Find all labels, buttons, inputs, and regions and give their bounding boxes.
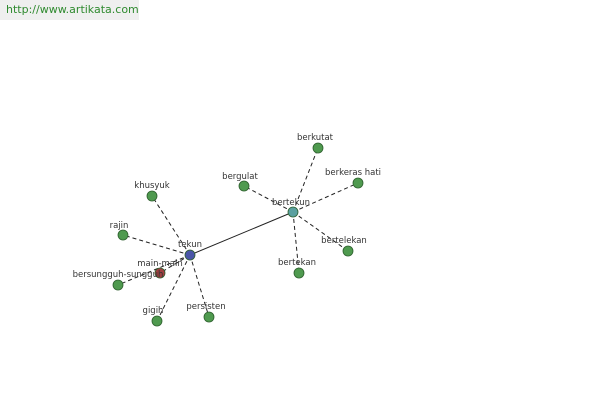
edge-tekun-khusyuk — [151, 195, 191, 256]
node-label-gigih[interactable]: gigih — [143, 306, 164, 316]
edge-tekun-bersungguh-sungguh — [117, 254, 191, 286]
node-berkutat[interactable] — [312, 142, 324, 154]
node-tekun[interactable] — [184, 249, 196, 261]
node-label-bersungguh-sungguh[interactable]: bersungguh-sungguh — [73, 270, 164, 280]
labels-layer: tekun bertekun main-main khusyuk rajin bersun… — [73, 133, 381, 316]
node-khusyuk[interactable] — [146, 190, 158, 202]
node-gigih[interactable] — [151, 315, 163, 327]
node-berkeras-hati[interactable] — [352, 177, 364, 189]
node-bertekun[interactable] — [287, 206, 299, 218]
node-label-berkutat[interactable]: berkutat — [297, 133, 334, 143]
node-label-bertekun[interactable]: bertekun — [272, 198, 310, 208]
edge-bertekun-bertelekan — [292, 211, 349, 252]
edge-tekun-persisten — [189, 254, 210, 318]
edge-bertekun-berkutat — [292, 147, 319, 213]
edge-bertekun-bergulat — [243, 185, 294, 213]
node-label-rajin[interactable]: rajin — [110, 221, 129, 231]
node-label-bertekan[interactable]: bertekan — [278, 258, 316, 268]
node-label-bergulat[interactable]: bergulat — [222, 172, 258, 182]
nodes-layer — [112, 142, 364, 327]
node-bergulat[interactable] — [238, 180, 250, 192]
edge-bertekun-bertekan — [292, 211, 300, 274]
node-label-tekun[interactable]: tekun — [178, 240, 202, 250]
node-persisten[interactable] — [203, 311, 215, 323]
edge-bertekun-berkeras-hati — [292, 182, 359, 213]
edge-tekun-gigih — [156, 254, 191, 322]
edge-tekun-main-main — [159, 254, 191, 274]
node-label-khusyuk[interactable]: khusyuk — [134, 181, 170, 191]
node-label-main-main[interactable]: main-main — [137, 259, 183, 269]
node-bertekan[interactable] — [293, 267, 305, 279]
node-label-berkeras-hati[interactable]: berkeras hati — [325, 168, 381, 178]
node-bertelekan[interactable] — [342, 245, 354, 257]
node-main-main[interactable] — [154, 267, 166, 279]
edge-tekun-bertekun — [189, 211, 294, 256]
node-label-persisten[interactable]: persisten — [186, 302, 225, 312]
node-rajin[interactable] — [117, 229, 129, 241]
node-bersungguh-sungguh[interactable] — [112, 279, 124, 291]
source-url-banner[interactable]: http://www.artikata.com — [0, 0, 139, 20]
edge-tekun-rajin — [122, 234, 191, 256]
node-label-bertelekan[interactable]: bertelekan — [321, 236, 367, 246]
edges-layer — [117, 147, 359, 322]
